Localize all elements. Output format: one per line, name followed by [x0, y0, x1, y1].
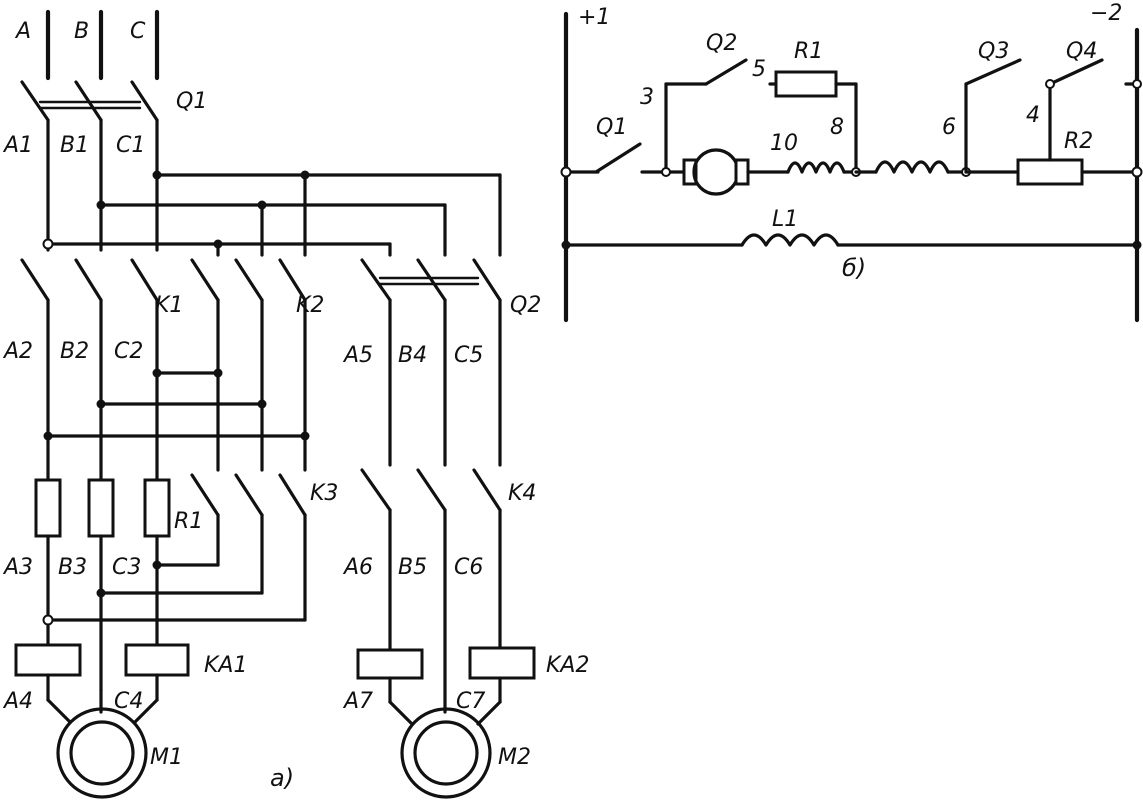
caption-a: a): [270, 764, 294, 792]
label-ka2: KA2: [546, 653, 589, 678]
label-node-8: 8: [830, 115, 844, 140]
label-b3: B3: [58, 555, 87, 580]
label-b5: B5: [398, 555, 427, 580]
motor-m2-inner: [413, 720, 479, 786]
label-c4: C4: [114, 689, 143, 714]
label-q1: Q1: [176, 89, 207, 114]
label-c6: C6: [454, 555, 483, 580]
label-node-4: 4: [1026, 103, 1040, 128]
label-q2: Q2: [510, 293, 541, 318]
label-k3: K3: [310, 481, 338, 506]
motor-m1-inner: [69, 720, 135, 786]
label-ka1: KA1: [204, 653, 247, 678]
label-a6: A6: [342, 555, 373, 580]
label-a4: A4: [2, 689, 33, 714]
motor-m2-outer: [400, 707, 492, 799]
label-b-q3: Q3: [978, 39, 1009, 64]
label-a3: A3: [2, 555, 33, 580]
label-b1: B1: [60, 133, 89, 158]
label-phase-b: B: [74, 19, 89, 44]
label-node-3: 3: [640, 85, 654, 110]
label-minus-2: −2: [1090, 1, 1122, 26]
label-a5: A5: [342, 343, 373, 368]
diagram-a: A B C Q1 A1 B1 C1 K1 K2 Q2 A2 B2 C2 A5 B…: [2, 9, 589, 799]
caption-b: б): [842, 254, 866, 282]
label-node-6: 6: [942, 115, 956, 140]
label-c2: C2: [114, 339, 143, 364]
label-a7: A7: [342, 689, 373, 714]
label-b-q2: Q2: [706, 31, 737, 56]
diagram-b: +1 −2 Q2 R1 5 3 Q1 8 10 6 Q3 Q4 4 R2 L1 …: [560, 1, 1143, 323]
label-c3: C3: [112, 555, 141, 580]
label-a1: A1: [2, 133, 33, 158]
label-b-r1: R1: [794, 39, 823, 64]
label-m1: M1: [150, 745, 183, 770]
label-phase-a: A: [14, 19, 31, 44]
label-r1: R1: [174, 509, 203, 534]
label-k4: K4: [508, 481, 536, 506]
label-b-q4: Q4: [1066, 39, 1097, 64]
label-m2: M2: [498, 745, 531, 770]
label-k2: K2: [296, 293, 324, 318]
label-b2: B2: [60, 339, 89, 364]
label-c7: C7: [456, 689, 485, 714]
label-node-5: 5: [752, 57, 766, 82]
label-b-r2: R2: [1064, 129, 1093, 154]
label-a2: A2: [2, 339, 33, 364]
motor-m1-outer: [56, 707, 148, 799]
label-b4: B4: [398, 343, 427, 368]
label-phase-c: C: [130, 19, 146, 44]
label-k1: K1: [155, 293, 183, 318]
label-plus-1: +1: [578, 5, 610, 30]
label-b-l1: L1: [772, 207, 798, 232]
label-b-q1: Q1: [596, 115, 627, 140]
label-node-10: 10: [770, 131, 798, 156]
label-c1: C1: [116, 133, 145, 158]
label-c5: C5: [454, 343, 483, 368]
